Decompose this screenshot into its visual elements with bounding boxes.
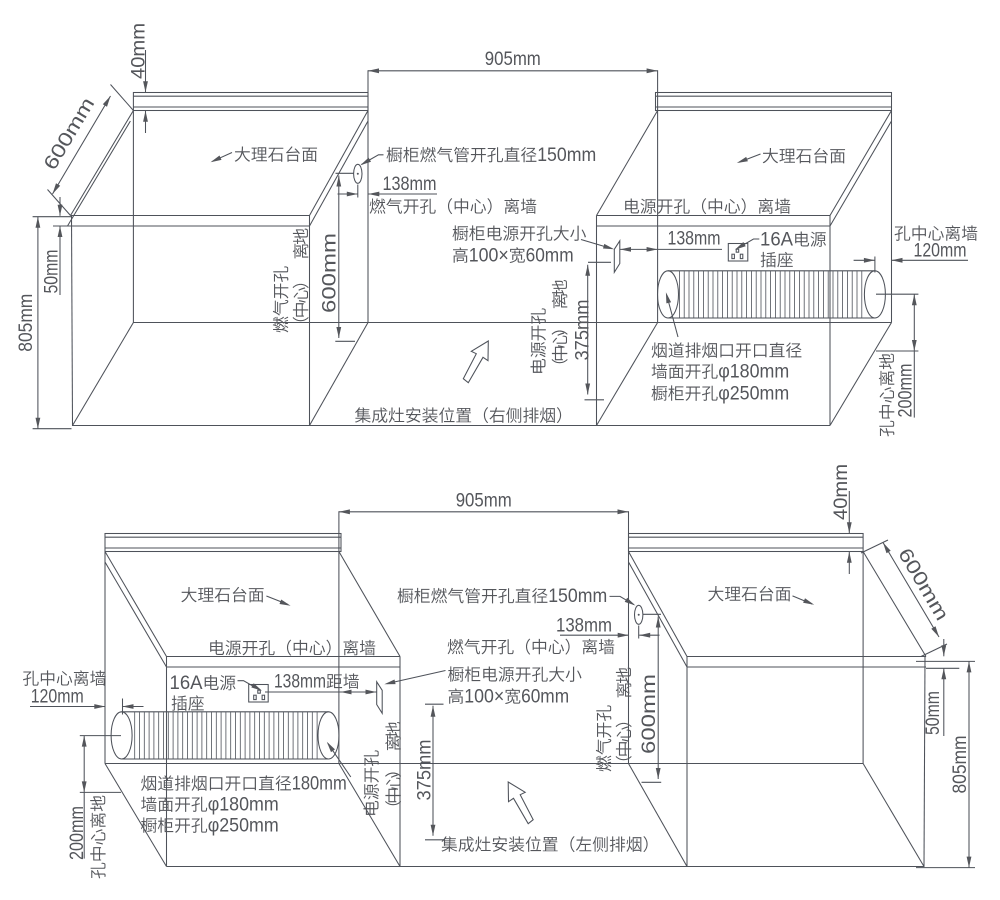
svg-text:150mm: 150mm bbox=[537, 144, 596, 166]
svg-text:150mm: 150mm bbox=[548, 585, 607, 607]
svg-text:600mm: 600mm bbox=[319, 233, 341, 313]
svg-text:138mm: 138mm bbox=[274, 671, 326, 693]
svg-text:375mm: 375mm bbox=[571, 300, 593, 361]
svg-text:16A: 16A bbox=[170, 672, 203, 694]
svg-text:375mm: 375mm bbox=[413, 740, 435, 801]
svg-text:600mm: 600mm bbox=[638, 674, 660, 754]
svg-text:120mm: 120mm bbox=[31, 686, 84, 708]
svg-text:φ250mm: φ250mm bbox=[718, 383, 789, 405]
svg-text:138mm: 138mm bbox=[556, 615, 612, 637]
svg-text:50mm: 50mm bbox=[41, 250, 63, 294]
svg-text:φ250mm: φ250mm bbox=[208, 815, 279, 837]
svg-text:60mm: 60mm bbox=[526, 245, 574, 267]
svg-text:905mm: 905mm bbox=[456, 489, 512, 511]
svg-text:16A: 16A bbox=[760, 229, 793, 251]
svg-text:805mm: 805mm bbox=[15, 294, 37, 352]
svg-text:60mm: 60mm bbox=[521, 686, 569, 708]
svg-text:120mm: 120mm bbox=[914, 240, 967, 262]
svg-text:φ180mm: φ180mm bbox=[718, 361, 789, 383]
svg-text:200mm: 200mm bbox=[895, 364, 917, 418]
svg-text:100×: 100× bbox=[469, 245, 509, 267]
svg-text:180mm: 180mm bbox=[292, 773, 347, 795]
svg-text:40mm: 40mm bbox=[127, 23, 149, 79]
svg-text:50mm: 50mm bbox=[922, 691, 944, 735]
svg-text:φ180mm: φ180mm bbox=[208, 794, 279, 816]
svg-text:40mm: 40mm bbox=[830, 464, 852, 520]
svg-text:138mm: 138mm bbox=[383, 173, 437, 195]
svg-text:805mm: 805mm bbox=[949, 736, 971, 794]
svg-text:138mm: 138mm bbox=[668, 228, 721, 250]
svg-text:905mm: 905mm bbox=[485, 48, 541, 70]
svg-text:100×: 100× bbox=[464, 686, 504, 708]
svg-text:200mm: 200mm bbox=[66, 806, 88, 860]
